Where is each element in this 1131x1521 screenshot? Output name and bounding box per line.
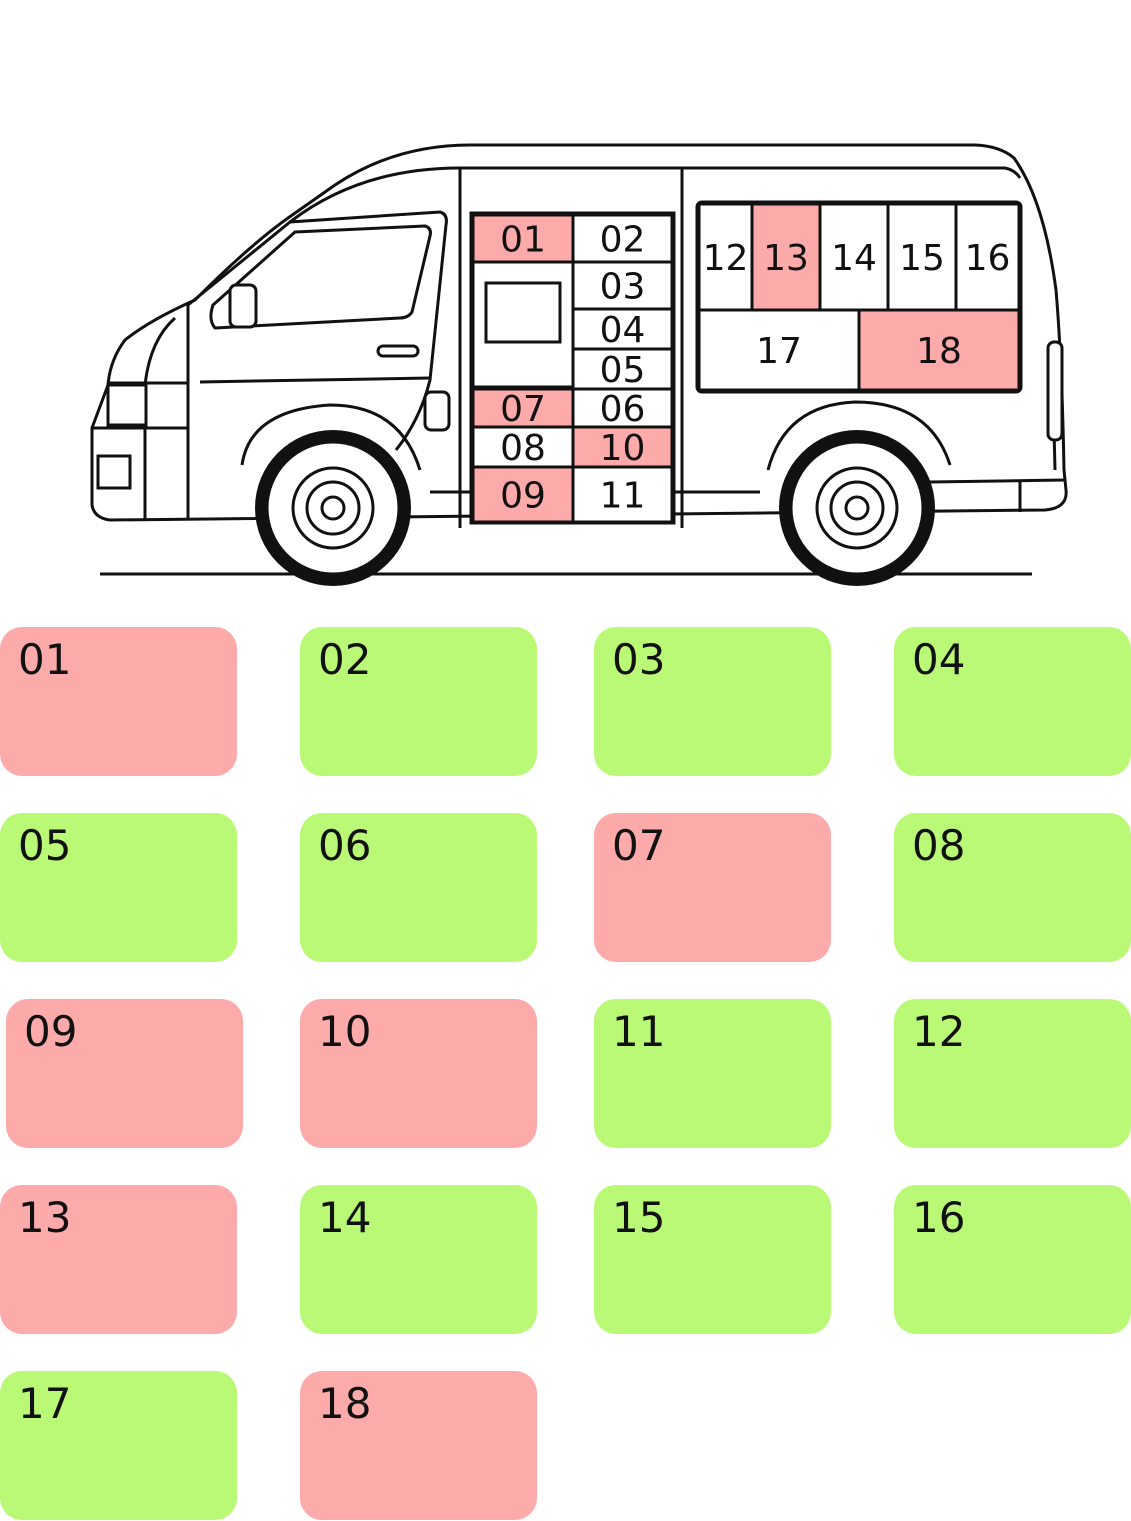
van-compartment-label-06: 06: [600, 389, 646, 430]
compartment-tile-05[interactable]: 05: [0, 813, 237, 962]
side-mirror: [228, 283, 258, 329]
compartment-tile-06[interactable]: 06: [300, 813, 537, 962]
compartment-tile-14[interactable]: 14: [300, 1185, 537, 1334]
compartment-tile-17[interactable]: 17: [0, 1371, 237, 1520]
van-compartment-14[interactable]: [818, 202, 890, 312]
compartment-tile-13[interactable]: 13: [0, 1185, 237, 1334]
compartment-tile-18[interactable]: 18: [300, 1371, 537, 1520]
van-compartment-label-16: 16: [965, 238, 1011, 279]
compartment-tile-16[interactable]: 16: [894, 1185, 1131, 1334]
van-compartment-label-09: 09: [500, 476, 546, 517]
van-compartment-label-02: 02: [600, 220, 646, 261]
compartment-tile-15[interactable]: 15: [594, 1185, 831, 1334]
van-compartment-11[interactable]: [571, 465, 674, 524]
fuel-door: [423, 390, 451, 432]
compartment-tile-label: 13: [18, 1193, 72, 1242]
compartment-tile-label: 03: [612, 635, 666, 684]
compartment-tile-label: 05: [18, 821, 72, 870]
van-compartment-label-11: 11: [600, 476, 646, 517]
van-compartment-09[interactable]: [471, 465, 575, 524]
compartment-tile-label: 11: [612, 1007, 666, 1056]
compartment-tile-08[interactable]: 08: [894, 813, 1131, 962]
van-compartment-label-17: 17: [756, 331, 802, 372]
van-compartment-label-08: 08: [500, 428, 546, 469]
compartment-tile-label: 15: [612, 1193, 666, 1242]
door-handle: [376, 344, 420, 358]
van-compartment-label-12: 12: [703, 238, 749, 279]
compartment-tile-label: 18: [318, 1379, 372, 1428]
compartment-tile-label: 17: [18, 1379, 72, 1428]
compartment-tile-01[interactable]: 01: [0, 627, 237, 776]
compartment-tile-label: 10: [318, 1007, 372, 1056]
compartment-tile-02[interactable]: 02: [300, 627, 537, 776]
van-compartment-label-15: 15: [899, 238, 945, 279]
compartment-tile-label: 08: [912, 821, 966, 870]
van-compartment-06[interactable]: [571, 387, 674, 429]
van-compartment-07[interactable]: [471, 387, 575, 429]
compartment-tile-label: 06: [318, 821, 372, 870]
van-compartment-label-18: 18: [916, 331, 962, 372]
van-compartment-16[interactable]: [954, 202, 1021, 312]
front-door: [187, 210, 448, 451]
compartment-tile-label: 14: [318, 1193, 372, 1242]
front-wheel-arch: [240, 403, 422, 471]
van-compartment-label-03: 03: [600, 267, 646, 308]
van-compartment-label-14: 14: [831, 238, 877, 279]
van-compartment-label-07: 07: [500, 389, 546, 430]
compartment-tile-label: 16: [912, 1193, 966, 1242]
van-compartment-18[interactable]: [857, 308, 1021, 392]
compartment-tile-07[interactable]: 07: [594, 813, 831, 962]
front-wheel: [255, 430, 411, 586]
compartment-tile-label: 12: [912, 1007, 966, 1056]
van-compartment-label-01: 01: [500, 220, 546, 261]
headlight: [106, 383, 148, 427]
fog-light: [96, 454, 132, 490]
compartment-tile-10[interactable]: 10: [300, 999, 537, 1148]
van-compartment-label-10: 10: [600, 428, 646, 469]
compartment-tile-03[interactable]: 03: [594, 627, 831, 776]
compartment-tile-label: 04: [912, 635, 966, 684]
compartment-tile-09[interactable]: 09: [6, 999, 243, 1148]
van-compartment-label-04: 04: [600, 310, 646, 351]
rear-wheel-arch: [766, 400, 952, 471]
van-compartment-label-13: 13: [763, 238, 809, 279]
cabinet-screen-inner: [484, 281, 562, 344]
compartment-tile-label: 02: [318, 635, 372, 684]
van-compartment-02[interactable]: [571, 213, 674, 264]
compartment-tile-label: 01: [18, 635, 72, 684]
compartment-tile-label: 07: [612, 821, 666, 870]
rear-sill-line: [929, 478, 1065, 484]
front-window: [209, 224, 432, 330]
belt-line: [199, 376, 431, 384]
van-compartment-01[interactable]: [471, 213, 575, 264]
compartment-tile-12[interactable]: 12: [894, 999, 1131, 1148]
rear-cabinet: 12 13 14 15 16 17 18: [695, 200, 1023, 394]
compartment-tile-04[interactable]: 04: [894, 627, 1131, 776]
compartment-tile-11[interactable]: 11: [594, 999, 831, 1148]
roof-line: [289, 166, 1022, 224]
van-compartment-08[interactable]: [471, 425, 575, 469]
rear-wheel: [779, 430, 935, 586]
compartment-tile-label: 09: [24, 1007, 78, 1056]
van-compartment-17[interactable]: [697, 308, 861, 392]
rear-light: [1046, 340, 1064, 442]
van-compartment-label-05: 05: [600, 350, 646, 391]
